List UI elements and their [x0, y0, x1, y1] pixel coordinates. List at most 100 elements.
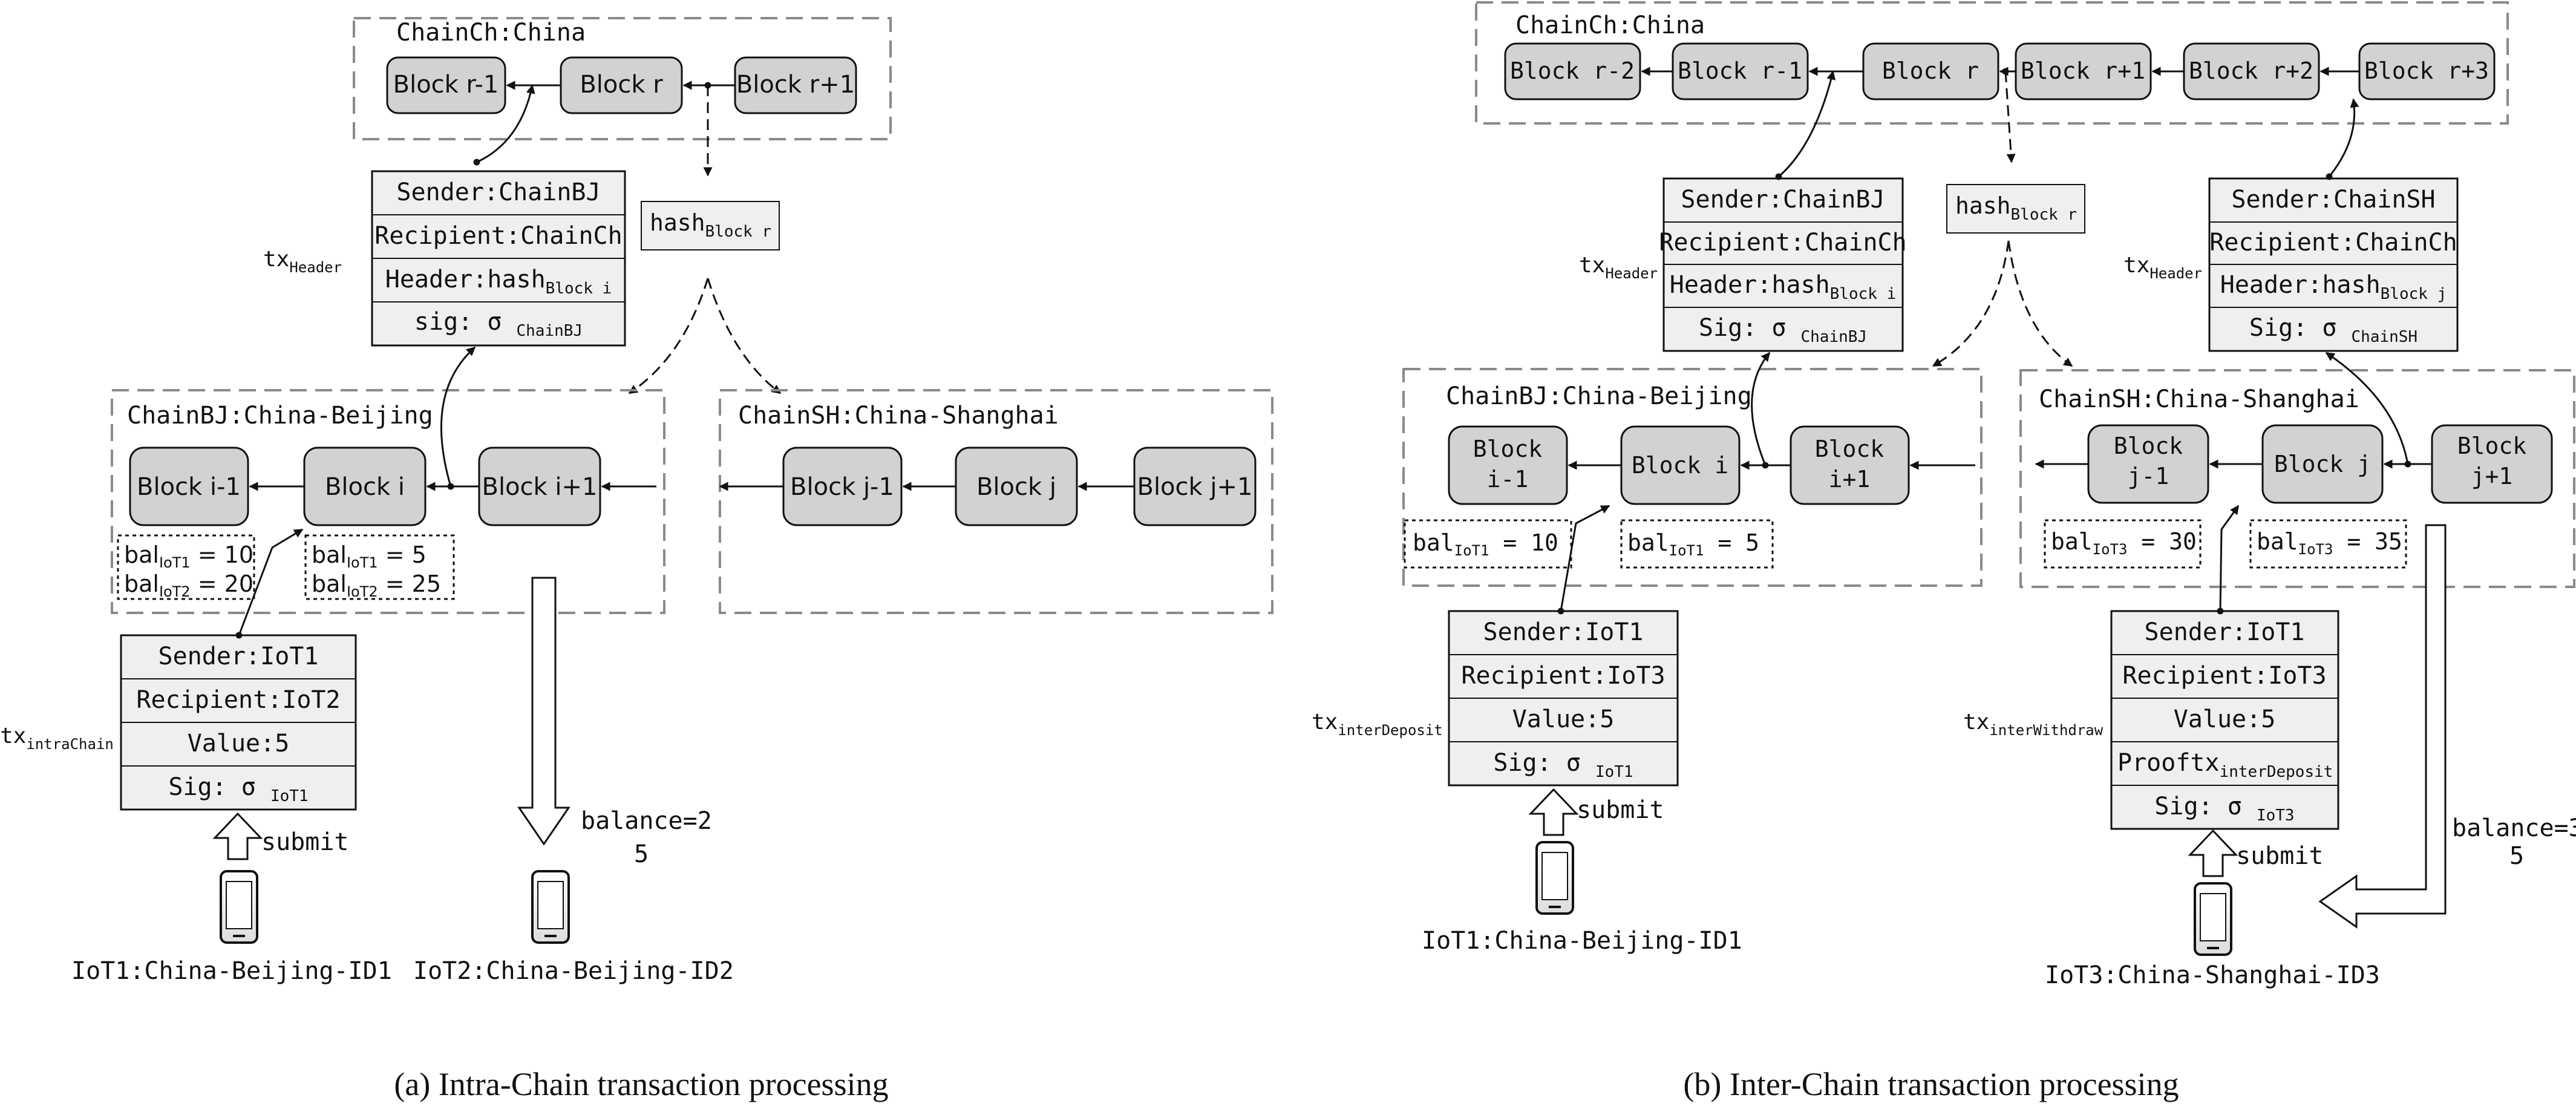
block-j-plus-1-label: Block j+1: [1137, 473, 1253, 501]
tx-intra-value: Value:5: [188, 730, 290, 757]
tx-withdraw-value: Value:5: [2174, 705, 2276, 733]
balance-line-1: balance=2: [581, 807, 712, 835]
tx-deposit-recipient: Recipient:IoT3: [1461, 662, 1665, 690]
shanghai-chain-container: [719, 389, 1273, 614]
block-r-minus-1-label-b: Block r-1: [1678, 57, 1802, 84]
hash-to-beijing-arrow-b: [1932, 240, 2010, 367]
hash-box-b: [1946, 184, 2085, 234]
block-i-minus-1-b: [1448, 425, 1568, 505]
beijing-chain-label: ChainBJ:China-Beijing: [127, 402, 433, 430]
tx-header-left-label: txHeader: [1579, 253, 1658, 282]
china-chain-label: ChainCh:China: [396, 19, 586, 47]
block-i-plus-1-b-line1: Block: [1815, 436, 1885, 462]
tx-header-right-sender: Sender:ChainSH: [2231, 186, 2435, 214]
block-i-label: Block i: [325, 473, 405, 501]
balance-bj-left: balIoT1 = 10: [1413, 529, 1558, 559]
block-i-b-label: Block i: [1632, 452, 1728, 479]
caption-b: (b) Inter-Chain transaction processing: [1683, 1066, 2179, 1102]
tx-deposit-table: Sender:IoT1 Recipient:IoT3 Value:5 Sig: …: [1448, 610, 1679, 787]
shanghai-chain-label-b: ChainSH:China-Shanghai: [2039, 385, 2359, 413]
submit-label: submit: [261, 828, 349, 856]
beijing-chain-container-b: [1402, 368, 1983, 587]
balance-right-line-1: balIoT1 = 5: [312, 541, 427, 571]
china-chain-container: [353, 17, 892, 140]
balance-line-1-b: balance=3: [2452, 814, 2576, 842]
block-j-b-to-header-arrow: [2325, 352, 2411, 468]
phone-icon: [2194, 882, 2232, 956]
balance-arrow-icon-b: [2318, 524, 2447, 929]
tx-deposit-sender: Sender:IoT1: [1483, 618, 1644, 646]
tx-intra-sig: Sig: σ IoT1: [168, 773, 308, 805]
tx-withdraw-sig: Sig: σ IoT3: [2154, 793, 2294, 825]
submit-arrow-icon-b-left: [1528, 788, 1579, 836]
block-i-to-header-arrow: [440, 346, 476, 490]
tx-intra-table: Sender:IoT1 Recipient:IoT2 Value:5 Sig: …: [120, 634, 357, 811]
tx-intra-sender: Sender:IoT1: [159, 643, 319, 670]
block-r-plus-1-label-b: Block r+1: [2021, 57, 2145, 84]
device-2-label: IoT2:China-Beijing-ID2: [413, 957, 734, 985]
china-chain-blocks: Block r-1 Block r Block r+1: [386, 56, 857, 114]
panel-b: ChainCh:China Block r-2 Block r-1 Block …: [1312, 1, 2576, 1102]
tx-header-right-table: Sender:ChainSH Recipient:ChainCh Header:…: [2208, 177, 2459, 352]
beijing-chain-container: [111, 389, 665, 614]
block-i-minus-1-b-line1: Block: [1473, 436, 1543, 462]
tx-header-right-label: txHeader: [2123, 253, 2202, 282]
balance-sh-right: balIoT3 = 35: [2257, 528, 2402, 558]
caption-a: (a) Intra-Chain transaction processing: [394, 1066, 888, 1102]
submit-label-b-right: submit: [2236, 842, 2324, 870]
header-left-to-block-r-arrow: [1775, 70, 1836, 180]
balance-left-line-1: balIoT1 = 10: [124, 541, 253, 571]
device-1-label-b: IoT1:China-Beijing-ID1: [1422, 927, 1742, 955]
block-r-label-b: Block r: [1882, 57, 1979, 84]
submit-arrow-icon: [212, 812, 263, 860]
balance-bj-right-box: [1620, 519, 1774, 569]
block-j-label: Block j: [976, 473, 1056, 501]
panel-a: ChainCh:China Block r-1 Block r Block r+…: [0, 17, 1273, 1102]
tx-withdraw-to-block-j-arrow: [2217, 505, 2240, 615]
china-chain-label-b: ChainCh:China: [1515, 11, 1705, 39]
block-i-plus-1-b-line2: i+1: [1829, 466, 1871, 492]
block-r-minus-1-label: Block r-1: [393, 71, 499, 99]
device-1-label: IoT1:China-Beijing-ID1: [71, 957, 392, 985]
tx-header-header: Header:hashBlock i: [385, 266, 612, 298]
shanghai-chain-label: ChainSH:China-Shanghai: [738, 402, 1059, 430]
header-right-to-block-r3-arrow: [2326, 98, 2359, 180]
block-j-b-label: Block j: [2274, 451, 2371, 477]
tx-intra-recipient: Recipient:IoT2: [136, 686, 340, 714]
tx-header-table: Sender:ChainBJ Recipient:ChainCh Header:…: [371, 170, 626, 347]
balance-bj-right: balIoT1 = 5: [1627, 529, 1759, 559]
submit-arrow-icon-b-right: [2188, 829, 2238, 877]
tx-withdraw-label: txinterWithdraw: [1963, 710, 2104, 739]
header-to-block-r-arrow: [473, 84, 535, 166]
hash-label-b: hashBlock r: [1955, 192, 2077, 224]
hash-to-shanghai-arrow-b: [2007, 240, 2073, 367]
block-r-plus-2-label: Block r+2: [2189, 57, 2313, 84]
tx-deposit-label: txinterDeposit: [1312, 710, 1443, 739]
shanghai-chain-container-b: [2019, 369, 2575, 588]
balance-box-right: [304, 534, 455, 600]
balance-sh-left: balIoT3 = 30: [2051, 528, 2197, 558]
device-3-label: IoT3:China-Shanghai-ID3: [2045, 961, 2380, 989]
china-chain-container-b: [1475, 1, 2509, 125]
block-j-plus-1-b-line2: j+1: [2471, 463, 2513, 489]
tx-intra-to-block-i-arrow: [235, 528, 304, 639]
block-j-minus-1-b-line2: j-1: [2128, 463, 2169, 489]
tx-header-sig: sig: σ ChainBJ: [414, 308, 583, 340]
tx-header-left-table: Sender:ChainBJ Recipient:ChainCh Header:…: [1659, 177, 1907, 352]
block-i-minus-1-label: Block i-1: [137, 473, 241, 501]
hash-to-beijing-arrow: [628, 278, 709, 394]
tx-header-right-sig: Sig: σ ChainSH: [2249, 314, 2417, 346]
block-r-plus-1-label: Block r+1: [736, 71, 855, 99]
block-r-label: Block r: [580, 71, 663, 99]
tx-header-label: txHeader: [263, 247, 342, 276]
balance-left-line-2: balIoT2 = 20: [124, 571, 253, 600]
tx-header-recipient: Recipient:ChainCh: [374, 222, 622, 250]
tx-header-left-header: Header:hashBlock i: [1670, 271, 1896, 303]
block-r-minus-2-label: Block r-2: [1510, 57, 1635, 84]
tx-deposit-sig: Sig: σ IoT1: [1493, 749, 1633, 781]
phone-icon: [531, 870, 570, 944]
balance-right-line-2: balIoT2 = 25: [312, 571, 441, 600]
block-r-plus-3-label: Block r+3: [2364, 57, 2489, 84]
beijing-chain-label-b: ChainBJ:China-Beijing: [1446, 382, 1752, 410]
